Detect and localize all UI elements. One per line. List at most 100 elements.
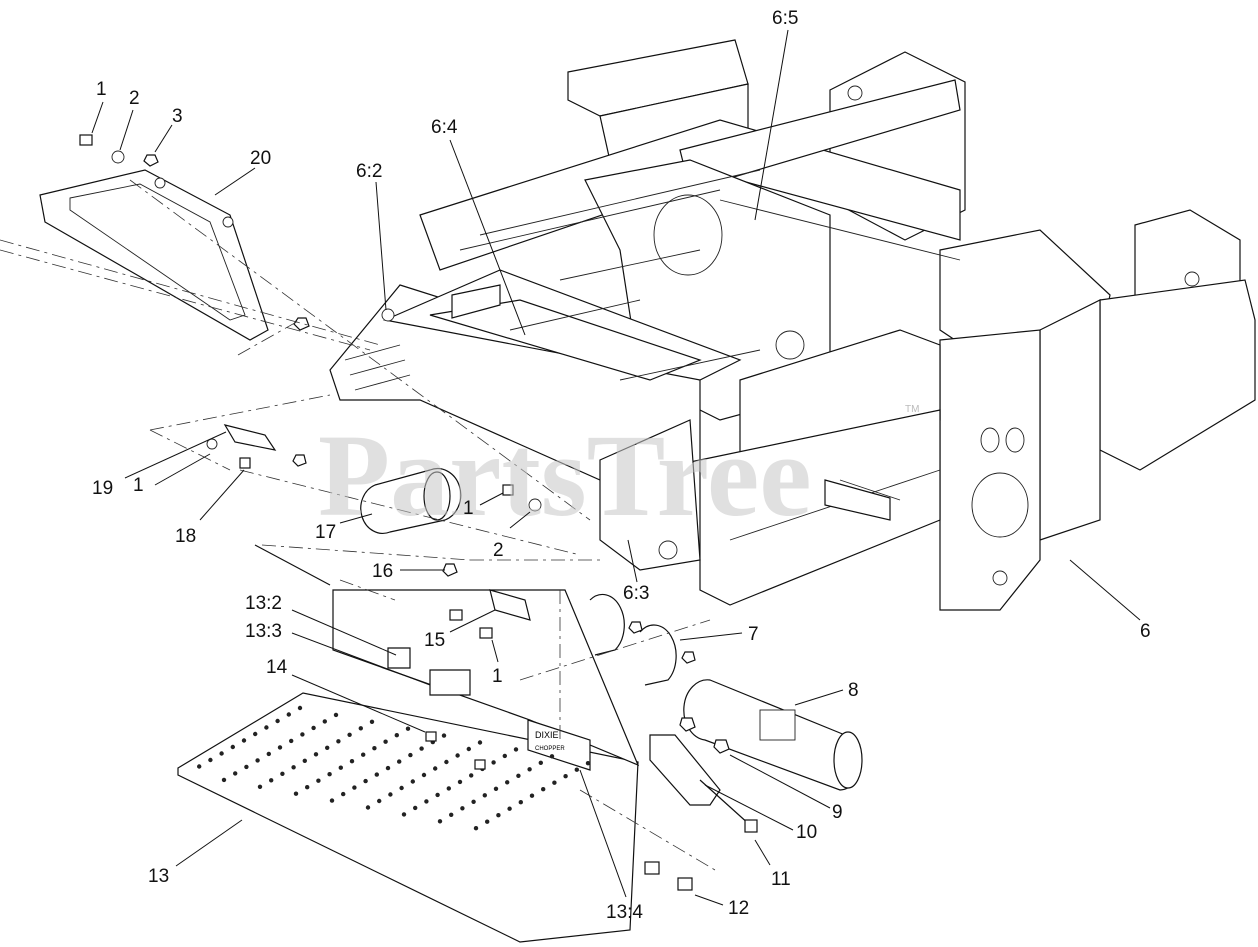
perforation-hole [485, 819, 490, 824]
perforation-hole [437, 819, 443, 824]
perforation-hole [399, 785, 404, 791]
callout-7: 7 [748, 624, 759, 645]
perforation-hole [253, 731, 258, 737]
perforation-hole [538, 760, 543, 765]
perforation-hole [297, 705, 303, 711]
perforation-hole [329, 798, 335, 803]
callout-14: 14 [266, 657, 288, 678]
hinges [223, 424, 531, 621]
perforation-hole [313, 752, 319, 757]
perforation-hole [401, 812, 407, 817]
part-7-clamps [589, 593, 677, 686]
perforation-hole [385, 765, 391, 771]
perforation-hole [421, 772, 427, 778]
perforation-hole [441, 733, 447, 738]
perforation-hole [352, 785, 357, 790]
leader-lines [91, 29, 1141, 906]
perforation-hole [289, 738, 294, 744]
callout-3: 3 [172, 106, 183, 127]
perforation-hole [244, 764, 249, 770]
perforation-hole [333, 712, 339, 718]
perforation-hole [358, 726, 363, 731]
perforation-hole [347, 732, 352, 737]
watermark-text: PartsTree [318, 410, 812, 541]
callout-1: 1 [96, 79, 107, 100]
perforation-hole [275, 718, 280, 724]
perforation-hole [372, 746, 377, 751]
perforation-hole [446, 786, 451, 791]
perforation-hole [449, 812, 454, 817]
perforation-hole [363, 778, 368, 784]
perforation-hole [444, 759, 449, 765]
callout-6: 6 [1140, 621, 1151, 642]
watermark-tm: TM [905, 404, 919, 415]
perforation-hole [408, 752, 413, 758]
callout-9: 9 [832, 802, 843, 823]
perforation-hole [505, 780, 510, 785]
perforation-hole [361, 752, 366, 757]
callout-10: 10 [796, 822, 817, 843]
callout-19: 19 [92, 478, 113, 499]
perforation-hole [477, 740, 483, 745]
callout-13-3: 13:3 [245, 621, 282, 642]
perforation-hole [435, 792, 440, 798]
perforation-hole [549, 754, 555, 759]
perforation-hole [482, 793, 487, 798]
part-8-cylinder [683, 679, 863, 791]
decal-sub: CHOPPER [535, 746, 565, 752]
perforation-hole [325, 745, 330, 750]
perforation-hole [374, 772, 379, 777]
perforation-hole [419, 746, 424, 751]
perforation-hole [541, 787, 546, 792]
perforation-hole [493, 786, 499, 791]
perforation-hole [516, 773, 521, 778]
callout-13-4: 13:4 [606, 902, 643, 923]
perforation-hole [466, 746, 471, 752]
callout-13-2: 13:2 [245, 593, 282, 614]
part-20-cover [39, 169, 269, 341]
perforation-hole [471, 799, 476, 804]
perforation-hole [460, 806, 465, 811]
perforation-hole [349, 759, 355, 764]
callout-17: 17 [315, 522, 336, 543]
perforation-hole [552, 780, 557, 785]
callout-18: 18 [175, 526, 196, 547]
perforation-hole [257, 784, 263, 789]
perforation-hole [293, 791, 299, 796]
perforation-hole [563, 774, 568, 779]
callout-6-2: 6:2 [356, 161, 382, 182]
callout-1d: 1 [492, 666, 503, 687]
perforation-hole [365, 805, 371, 810]
perforation-hole [219, 751, 224, 756]
perforation-hole [277, 745, 283, 750]
perforation-hole [473, 826, 479, 831]
perforation-hole [397, 759, 402, 764]
callout-labels: 1 2 3 20 6:2 6:4 6:5 19 1 18 17 1 2 16 6… [92, 8, 1151, 923]
perforation-hole [233, 771, 238, 776]
perforation-hole [394, 733, 399, 738]
callout-2: 2 [129, 88, 140, 109]
perforation-hole [336, 739, 341, 744]
perforation-hole [322, 719, 327, 724]
perforation-hole [496, 813, 501, 818]
perforation-hole [413, 805, 418, 811]
perforation-hole [377, 798, 382, 804]
perforation-hole [518, 800, 523, 805]
perforation-hole [527, 767, 532, 772]
part-17-cylinder [360, 467, 462, 534]
perforation-hole [491, 760, 496, 765]
perforation-hole [455, 753, 460, 758]
perforation-hole [291, 765, 296, 770]
perforation-hole [507, 806, 512, 811]
perforation-hole [280, 771, 285, 776]
callout-12: 12 [728, 898, 749, 919]
callout-6-5: 6:5 [772, 8, 798, 29]
perforation-hole [241, 738, 247, 743]
perforation-hole [424, 799, 429, 804]
perforation-hole [311, 725, 316, 731]
perforation-hole [574, 767, 579, 772]
perforation-hole [230, 744, 235, 750]
decal-brand: DIXIE [535, 730, 559, 740]
main-frame [329, 39, 1256, 611]
